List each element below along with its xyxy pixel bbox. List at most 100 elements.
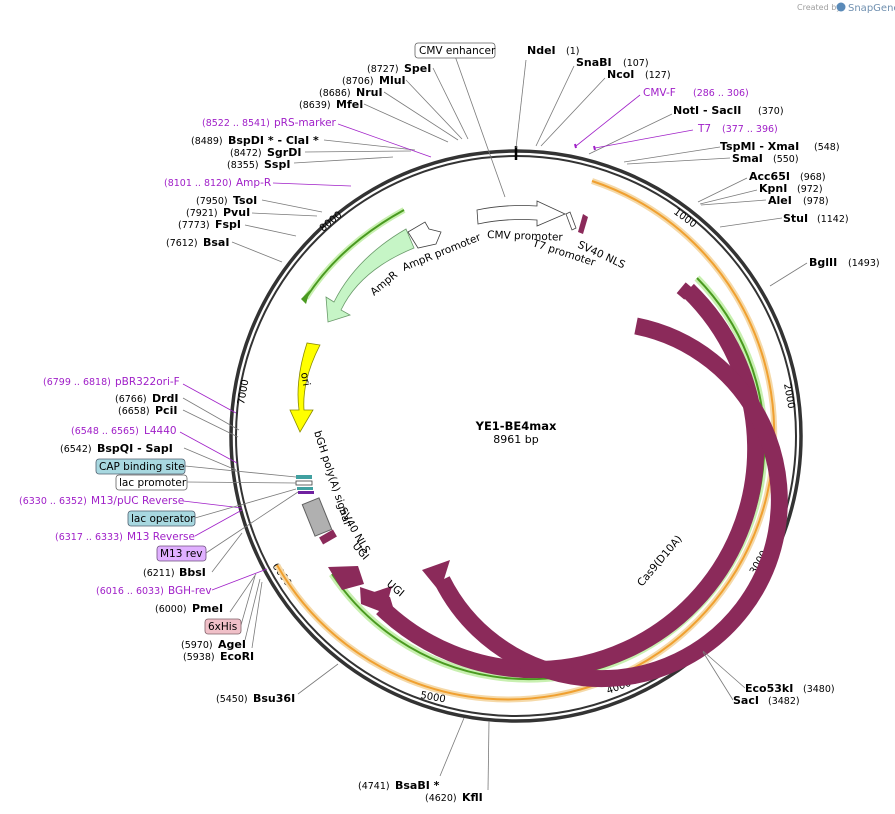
primer-l4440-range: (6548 .. 6565) (71, 426, 139, 437)
tick-2000: 2000 (781, 383, 796, 410)
enzyme-bspqi-sapi: BspQI - SapI (97, 442, 173, 455)
enzyme-acc65i: Acc65I (749, 170, 790, 183)
enzyme-snabi-pos: (107) (623, 58, 649, 69)
tick-7000: 7000 (236, 379, 251, 406)
enzyme-nrui-pos: (8686) (319, 88, 351, 99)
enzyme-kpni: KpnI (759, 182, 787, 195)
enzyme-eco53ki-pos: (3480) (803, 684, 835, 695)
lac-promoter-mark (295, 480, 313, 486)
enzyme-bsabi: BsaBI * (395, 779, 440, 792)
enzyme-mlui: MluI (379, 74, 406, 87)
orf-orange-arc (276, 180, 776, 701)
box-his-tag-label: 6xHis (208, 621, 237, 633)
enzyme-bsai: BsaI (203, 236, 229, 249)
ugi-1-shape (328, 566, 364, 590)
primer-m13-puc-reverse-range: (6330 .. 6352) (19, 496, 87, 507)
primer-pbr322ori-f: pBR322ori-F (115, 376, 180, 388)
sv40-nls-top-shape (578, 214, 588, 234)
enzyme-noti-sacii-pos: (370) (758, 106, 784, 117)
enzyme-stui-pos: (1142) (817, 214, 849, 225)
ampr-promoter-shape (407, 221, 442, 249)
cas9-arrowhead (422, 560, 450, 592)
enzyme-sgrdi: SgrDI (267, 146, 301, 159)
sv40-nls-bottom-shape (319, 529, 337, 545)
enzyme-pvui-pos: (7921) (186, 208, 218, 219)
primer-bgh-rev-range: (6016 .. 6033) (96, 586, 164, 597)
ampr-orf-line (305, 209, 405, 299)
box-cap-binding-label: CAP binding site (99, 461, 185, 473)
box-lac-operator-label: lac operator (131, 513, 195, 525)
feature-ampr-label: AmpR (368, 269, 400, 298)
enzyme-eco53ki: Eco53kI (745, 682, 793, 695)
enzyme-alei-pos: (978) (803, 196, 829, 207)
lac-operator-box: lac operator (127, 510, 196, 527)
box-m13-rev-label: M13 rev (160, 548, 203, 560)
enzyme-tspmi-xmai-pos: (548) (814, 142, 840, 153)
enzyme-nrui: NruI (356, 86, 383, 99)
cas9-arc (434, 317, 788, 688)
enzyme-ecori-pos: (5938) (183, 652, 215, 663)
enzyme-pmei-pos: (6000) (155, 604, 187, 615)
primer-amp-r-range: (8101 .. 8120) (164, 178, 232, 189)
primer-leader-lines (179, 94, 694, 591)
enzyme-kpni-pos: (972) (797, 184, 823, 195)
enzyme-noti-sacii: NotI - SacII (673, 104, 741, 117)
ugi-2-shape (360, 587, 393, 614)
primer-bgh-rev: BGH-rev (168, 585, 212, 597)
enzyme-agei-pos: (5970) (181, 640, 213, 651)
enzyme-bsu36i-pos: (5450) (216, 694, 248, 705)
lac-promoter-box: lac promoter (115, 474, 188, 491)
ori-shape (289, 342, 321, 433)
enzyme-smai: SmaI (732, 152, 763, 165)
primer-t7-mark (593, 145, 596, 151)
enzyme-labels: NdeI (1) SnaBI (107) NcoI (127) NotI - S… (60, 44, 880, 804)
enzyme-kfli-pos: (4620) (425, 793, 457, 804)
enzyme-kfli: KflI (462, 791, 483, 804)
enzyme-acc65i-pos: (968) (800, 172, 826, 183)
tick-8000: 8000 (318, 210, 345, 235)
cas9-start-mark (676, 282, 694, 300)
enzyme-bbsi-pos: (6211) (143, 568, 175, 579)
primer-cmv-f-mark (574, 143, 577, 149)
primer-t7-range: (377 .. 396) (722, 124, 778, 135)
his-tag-box: 6xHis (204, 618, 242, 635)
bgh-polya-shape (301, 497, 333, 537)
primer-labels: CMV-F (286 .. 306) T7 (377 .. 396) pRS-m… (19, 87, 778, 597)
cap-binding-site-box: CAP binding site (95, 458, 186, 475)
enzyme-spei-pos: (8727) (367, 64, 399, 75)
enzyme-bglii-pos: (1493) (848, 258, 880, 269)
enzyme-sgrdi-pos: (8472) (230, 148, 262, 159)
box-lac-promoter-label: lac promoter (119, 477, 187, 489)
primer-cmv-f: CMV-F (643, 87, 676, 99)
enzyme-ndei: NdeI (527, 44, 556, 57)
enzyme-tsoi-pos: (7950) (196, 196, 228, 207)
enzyme-smai-pos: (550) (773, 154, 799, 165)
enzyme-drdi: DrdI (152, 392, 179, 405)
cap-site-mark (296, 475, 312, 479)
primer-m13-reverse-range: (6317 .. 6333) (55, 532, 123, 543)
feature-ori-label: ori (298, 371, 312, 387)
enzyme-pcii: PciI (155, 404, 177, 417)
enzyme-drdi-pos: (6766) (115, 394, 147, 405)
enzyme-mfei-pos: (8639) (299, 100, 331, 111)
enzyme-sspi: SspI (264, 158, 290, 171)
m13-rev-box: M13 rev (156, 545, 207, 562)
primer-pbr322ori-f-range: (6799 .. 6818) (43, 377, 111, 388)
brand-created-by: Created by (797, 3, 841, 12)
enzyme-alei: AleI (768, 194, 792, 207)
enzyme-bspqi-sapi-pos: (6542) (60, 444, 92, 455)
enzyme-bsabi-pos: (4741) (358, 781, 390, 792)
brand-product: SnapGene (848, 3, 895, 14)
enzyme-agei: AgeI (218, 638, 246, 651)
enzyme-pvui: PvuI (223, 206, 250, 219)
enzyme-ecori: EcoRI (220, 650, 254, 663)
t7-promoter-shape (565, 211, 577, 231)
enzyme-tsoi: TsoI (233, 194, 257, 207)
enzyme-tspmi-xmai: TspMI - XmaI (720, 140, 799, 153)
feature-cas9-label: Cas9 (625, 521, 650, 549)
enzyme-fspi: FspI (215, 218, 241, 231)
enzyme-ncoi-pos: (127) (645, 70, 671, 81)
plasmid-length: 8961 bp (493, 433, 538, 446)
